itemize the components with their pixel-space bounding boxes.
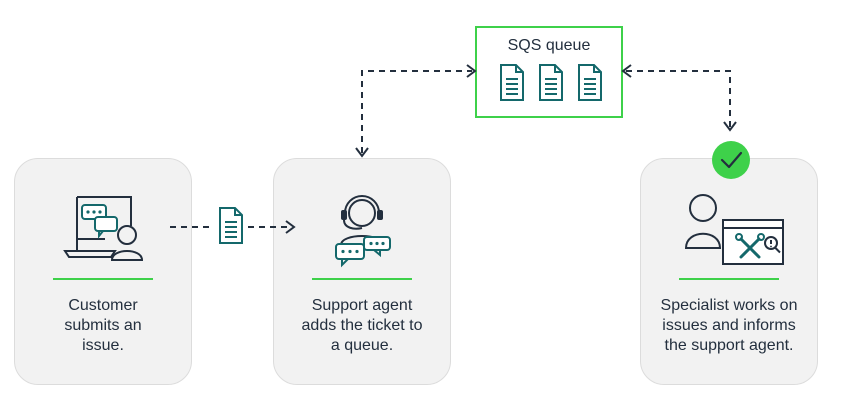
card-divider	[679, 278, 779, 280]
support-agent-caption: Support agent adds the ticket to a queue…	[301, 297, 423, 354]
document-icon	[539, 64, 563, 101]
arrowhead-right-icon	[466, 64, 477, 78]
queue-title: SQS queue	[507, 37, 591, 54]
sqs-queue-box: SQS queue	[475, 26, 623, 118]
arrowhead-left-icon	[621, 64, 632, 78]
document-icon	[578, 64, 602, 101]
specialist-tools-icon	[641, 181, 817, 269]
ticket-document-icon	[219, 207, 243, 244]
agent-queue-connector	[355, 64, 477, 158]
queue-documents	[500, 64, 602, 101]
support-agent-headset-icon	[274, 181, 450, 269]
card-divider	[53, 278, 153, 280]
card-divider	[312, 278, 412, 280]
customer-agent-connector	[170, 207, 296, 244]
specialist-caption: Specialist works on issues and informs t…	[660, 297, 798, 354]
arrowhead-down-icon	[723, 121, 737, 132]
checkmark-icon	[712, 141, 750, 179]
queue-specialist-connector	[621, 64, 737, 132]
arrowhead-down-icon	[355, 147, 369, 158]
arrowhead-right-icon	[285, 220, 296, 234]
customer-chat-laptop-icon	[15, 181, 191, 269]
support-agent-step-card: Support agent adds the ticket to a queue…	[273, 158, 451, 385]
document-icon	[500, 64, 524, 101]
specialist-step-card: Specialist works on issues and informs t…	[640, 158, 818, 385]
customer-step-card: Customer submits an issue.	[14, 158, 192, 385]
customer-caption: Customer submits an issue.	[64, 297, 142, 354]
